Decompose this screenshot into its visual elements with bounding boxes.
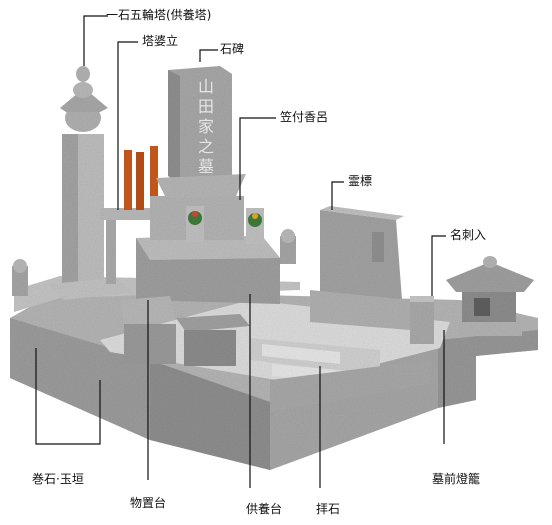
leader-meishi — [431, 235, 446, 296]
label-monooki-dai: 物置台 — [130, 496, 167, 510]
leader-gorinto — [83, 15, 108, 66]
stone-lantern — [446, 256, 534, 336]
card-box — [410, 296, 434, 344]
label-maki-ishi: 巻石·玉垣 — [32, 472, 84, 486]
label-gorinto: 一石五輪塔(供養塔) — [106, 8, 212, 22]
inscription: 山 田 家 之 墓 — [198, 77, 214, 176]
inscription-char: 墓 — [198, 157, 214, 176]
inscription-char: 田 — [198, 97, 214, 116]
corner-posts — [12, 229, 296, 296]
label-meishi-ire: 名刺入 — [450, 228, 487, 242]
gorinto-tower — [48, 66, 132, 300]
inscription-char: 之 — [198, 137, 214, 156]
leader-sekihi — [199, 49, 218, 62]
label-toba-tate: 塔婆立 — [142, 34, 179, 48]
inscription-char: 山 — [198, 77, 214, 96]
label-kuyo-dai: 供養台 — [246, 502, 283, 516]
label-reihyo: 霊標 — [348, 174, 373, 188]
step-stones — [250, 338, 430, 412]
leader-maki-ishi — [35, 348, 101, 445]
leader-toba — [117, 41, 138, 210]
label-bozen-toro: 墓前燈籠 — [432, 472, 481, 486]
label-kasa-koro: 笠付香呂 — [280, 110, 329, 124]
leader-reihyo — [331, 181, 344, 210]
leader-kasa — [239, 117, 276, 200]
label-sekihi: 石碑 — [220, 42, 245, 56]
flower-vases — [186, 206, 264, 244]
leader-lines — [35, 15, 446, 488]
label-hai-seki: 拝石 — [316, 502, 341, 516]
inscription-char: 家 — [198, 117, 214, 136]
tombstone — [156, 66, 246, 198]
memorial-plaque — [310, 206, 410, 330]
